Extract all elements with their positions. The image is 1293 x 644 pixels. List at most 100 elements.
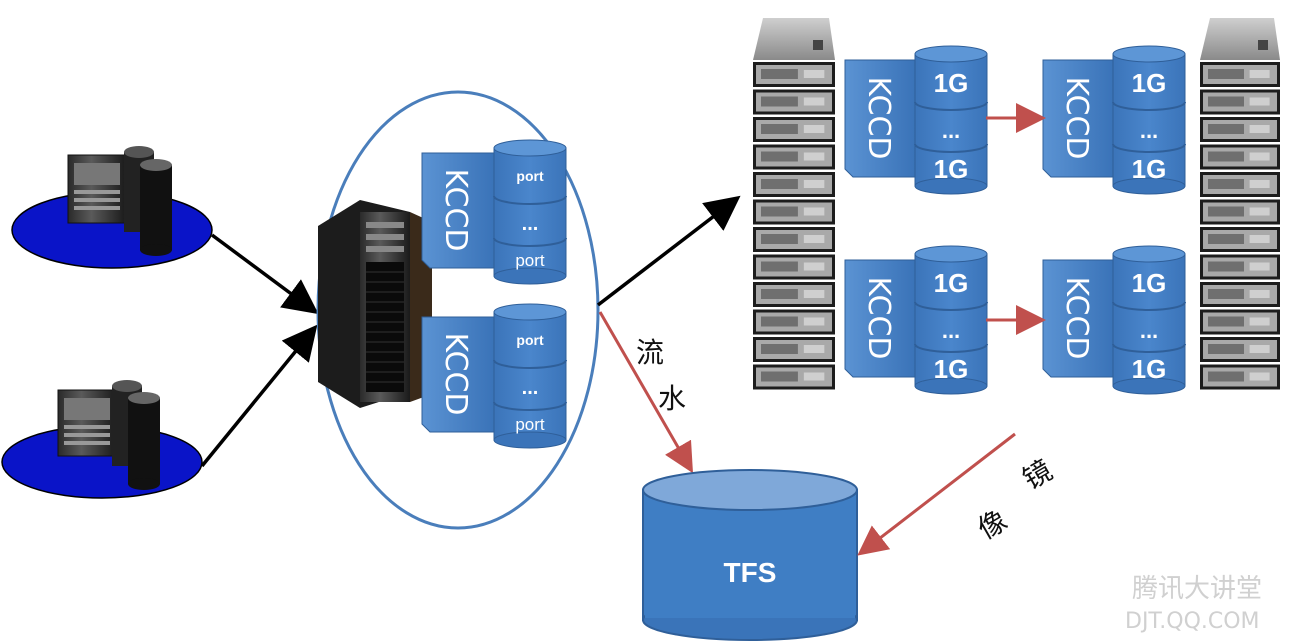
ellipsis-label: ... [1140,118,1158,143]
ellipsis-label: ... [942,118,960,143]
rack-drive-bay [761,371,798,382]
mirror-label-char1: 镜 [1017,453,1058,496]
gb-label-top: 1G [934,268,969,298]
central-server-icon [318,200,432,408]
gb-cylinder-ring [914,101,988,111]
gb-cylinder-bottom [1112,177,1186,195]
rack-panel [1249,235,1270,243]
rack-drive-bay [1208,234,1244,244]
gb-label-bottom: 1G [934,154,969,184]
gb-label-top: 1G [1132,68,1167,98]
rack-panel [1249,125,1270,133]
rack-panel [1249,152,1270,161]
flow-label-char2: 水 [658,382,686,415]
rack-drive-bay [761,124,798,134]
rack-drive-bay [761,289,798,299]
arrow-server-to-storage [596,195,741,307]
tfs-storage: TFS [642,469,858,641]
client-top [11,146,213,269]
rack-drive-bay [761,179,798,189]
kccd-unit-central-bottom: KCCD port ... port [421,303,567,449]
rack-panel [1249,317,1270,326]
gb-label-bottom: 1G [934,354,969,384]
rack-panel [803,207,825,216]
rack-drive-bay [761,261,798,272]
rack-panel [1249,345,1270,353]
port-cylinder: port ... port [493,303,567,449]
rack-drive-bay [1208,124,1244,134]
gb-cylinder-ring [914,301,988,311]
rack-top-chassis [753,18,835,60]
rack-panel [1249,262,1270,271]
rack-drive-bay [1208,151,1244,162]
rack-panel [803,345,825,353]
rack-panel [1249,97,1270,106]
rack-drive-bay [1208,316,1244,327]
server-rack-left [753,18,835,390]
watermark-line1: 腾讯大讲堂 [1132,574,1262,604]
rack-panel [1249,372,1270,381]
arrow-client-bottom-to-server [200,324,318,468]
kccd-box [844,59,916,178]
kccd-label: KCCD [861,276,896,359]
rack-drive-bay [1208,371,1244,382]
rack-panel [1249,207,1270,216]
kccd-label: KCCD [438,332,473,415]
port-label-top: port [516,168,544,184]
gb-cylinder-ring [1112,101,1186,111]
flow-label-char1: 流 [636,336,664,369]
rack-panel [803,180,825,188]
client-bottom [1,380,203,499]
gb-cylinder-top [914,45,988,63]
rack-drive-bay [1208,96,1244,107]
kccd-box [1042,259,1114,378]
kccd-unit-central-top: KCCD port ... port [421,139,567,285]
rack-drive-bay [1208,69,1244,79]
gb-cylinder-ring [914,343,988,353]
rack-drive-bay [761,96,798,107]
gb-cylinder-top [914,245,988,263]
gb-label-top: 1G [1132,268,1167,298]
rack-panel [803,125,825,133]
rack-panel [803,372,825,381]
ellipsis-label: ... [1140,318,1158,343]
gb-cylinder-bottom [914,177,988,195]
server-icon [57,389,117,457]
gb-cylinder-top [1112,245,1186,263]
gb-cylinder-top [1112,45,1186,63]
rack-led [1258,40,1268,50]
server-icon [67,154,127,224]
gb-label-top: 1G [934,68,969,98]
rack-drive-bay [761,151,798,162]
gb-cylinder-ring [1112,143,1186,153]
kccd-label: KCCD [438,168,473,251]
rack-panel [803,262,825,271]
rack-drive-bay [1208,179,1244,189]
port-cylinder: port ... port [493,139,567,285]
gb-cylinder-ring [1112,343,1186,353]
kccd-label: KCCD [1059,276,1094,359]
kccd-label: KCCD [861,76,896,159]
rack-drive-bay [761,316,798,327]
database-icon [124,146,172,256]
kccd-label: KCCD [1059,76,1094,159]
rack-panel [803,235,825,243]
gb-cylinder-bottom [1112,377,1186,395]
gb-cylinder-ring [914,143,988,153]
rack-led [813,40,823,50]
gb-label-bottom: 1G [1132,354,1167,384]
server-rack-right [1200,18,1280,390]
kccd-box [844,259,916,378]
gb-cylinder-body [1112,53,1186,187]
kccd-storage-unit: KCCD 1G... 1G [844,45,988,195]
rack-panel [803,152,825,161]
rack-drive-bay [761,206,798,217]
port-label-top: port [516,332,544,348]
rack-top-chassis [1200,18,1280,60]
gb-cylinder-bottom [914,377,988,395]
gb-cylinder-body [1112,253,1186,387]
